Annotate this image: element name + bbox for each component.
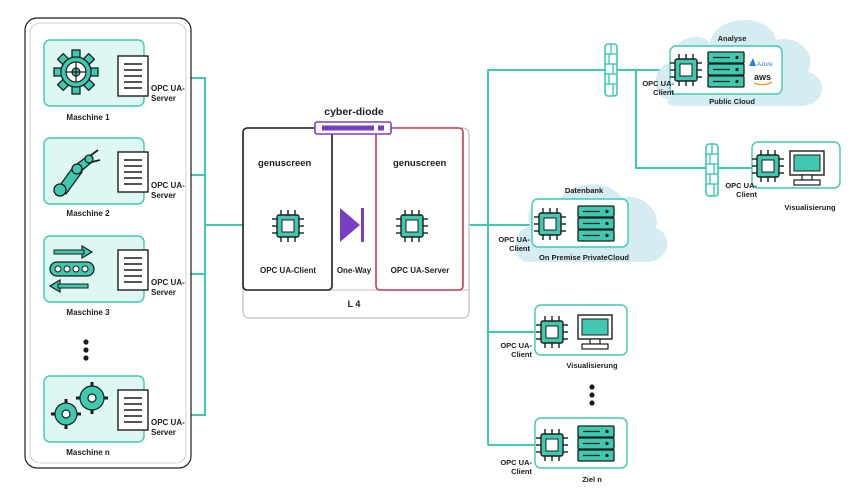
machine-1: Maschine 1 OPC UA- Server <box>43 39 185 122</box>
opc-client-label: OPC UA- <box>500 341 532 350</box>
ziel-n: Ziel n OPC UA- Client <box>500 417 628 484</box>
gear-icon <box>53 49 99 95</box>
one-way-label: One-Way <box>337 266 372 275</box>
private-cloud: Datenbank On Premise PrivateCloud OPC UA… <box>498 184 668 262</box>
visualisierung-label: Visualisierung <box>784 203 836 212</box>
opc-server-label: OPC UA- <box>151 181 185 190</box>
opc-client-label: OPC UA- <box>500 458 532 467</box>
opc-client-label: Client <box>511 350 532 359</box>
opc-server-label: OPC UA- <box>151 84 185 93</box>
machine-3: Maschine 3 OPC UA- Server <box>43 235 185 317</box>
conveyor-icon <box>48 244 95 294</box>
opc-client-label: Client <box>653 88 674 97</box>
firewall-icon <box>604 43 618 97</box>
firewall-icon <box>705 143 719 197</box>
machine-label: Maschine 1 <box>66 113 110 122</box>
machine-2: Maschine 2 OPC UA- Server <box>43 137 185 218</box>
private-cloud-title: Datenbank <box>565 186 604 195</box>
robot-arm-icon <box>53 149 101 197</box>
layer-label: L 4 <box>348 299 361 309</box>
visualisierung-label: Visualisierung <box>566 361 618 370</box>
opc-server-label: OPC UA- <box>151 418 185 427</box>
azure-label: Azure <box>757 62 773 68</box>
opc-client-label: Client <box>509 244 530 253</box>
opc-client-label: Client <box>736 190 757 199</box>
public-cloud: Analyse Azure aws Public Cloud OPC UA- C… <box>642 19 823 107</box>
more-targets-dots <box>589 384 595 406</box>
server-stack-icon <box>577 425 615 462</box>
aws-label: aws <box>754 72 771 82</box>
server-stack-icon <box>577 205 615 242</box>
cyber-diode-appliance: cyber-diode genuscreen genuscreen OPC UA… <box>242 106 470 319</box>
more-machines-dots <box>83 339 89 361</box>
opc-client-label: Client <box>511 467 532 476</box>
machine-label: Maschine n <box>66 448 110 457</box>
monitor-icon <box>789 150 825 186</box>
machine-label: Maschine 2 <box>66 209 110 218</box>
private-cloud-label: On Premise PrivateCloud <box>539 253 629 262</box>
machine-label: Maschine 3 <box>66 308 110 317</box>
opc-client-label: OPC UA- <box>642 79 674 88</box>
cyber-diode-bar <box>314 121 392 135</box>
opc-server-label: Server <box>151 94 176 103</box>
visualisierung-top: Visualisierung OPC UA- Client <box>725 141 841 212</box>
left-brand: genuscreen <box>258 158 312 169</box>
client-module <box>242 127 333 291</box>
opc-server-label: Server <box>151 288 176 297</box>
azure-logo: Azure <box>749 58 773 68</box>
public-cloud-title: Analyse <box>718 34 747 43</box>
public-cloud-label: Public Cloud <box>709 97 755 106</box>
opc-server-label: Server <box>151 191 176 200</box>
aws-logo: aws <box>753 72 773 86</box>
cyber-diode-title: cyber-diode <box>324 106 384 118</box>
client-label: OPC UA-Client <box>260 266 316 275</box>
right-brand: genuscreen <box>393 158 447 169</box>
opc-server-label: Server <box>151 428 176 437</box>
gears-icon <box>51 382 108 429</box>
ziel-n-label: Ziel n <box>582 475 602 484</box>
opc-client-label: OPC UA- <box>725 181 757 190</box>
server-label: OPC UA-Server <box>391 266 450 275</box>
monitor-icon <box>577 314 613 350</box>
server-module <box>375 127 464 291</box>
opc-server-label: OPC UA- <box>151 278 185 287</box>
server-stack-icon <box>707 51 745 88</box>
visualisierung-mid: Visualisierung OPC UA- Client <box>500 304 628 370</box>
one-way-arrow-icon <box>340 208 364 242</box>
opc-client-label: OPC UA- <box>498 235 530 244</box>
machine-n: Maschine n OPC UA- Server <box>43 375 185 457</box>
